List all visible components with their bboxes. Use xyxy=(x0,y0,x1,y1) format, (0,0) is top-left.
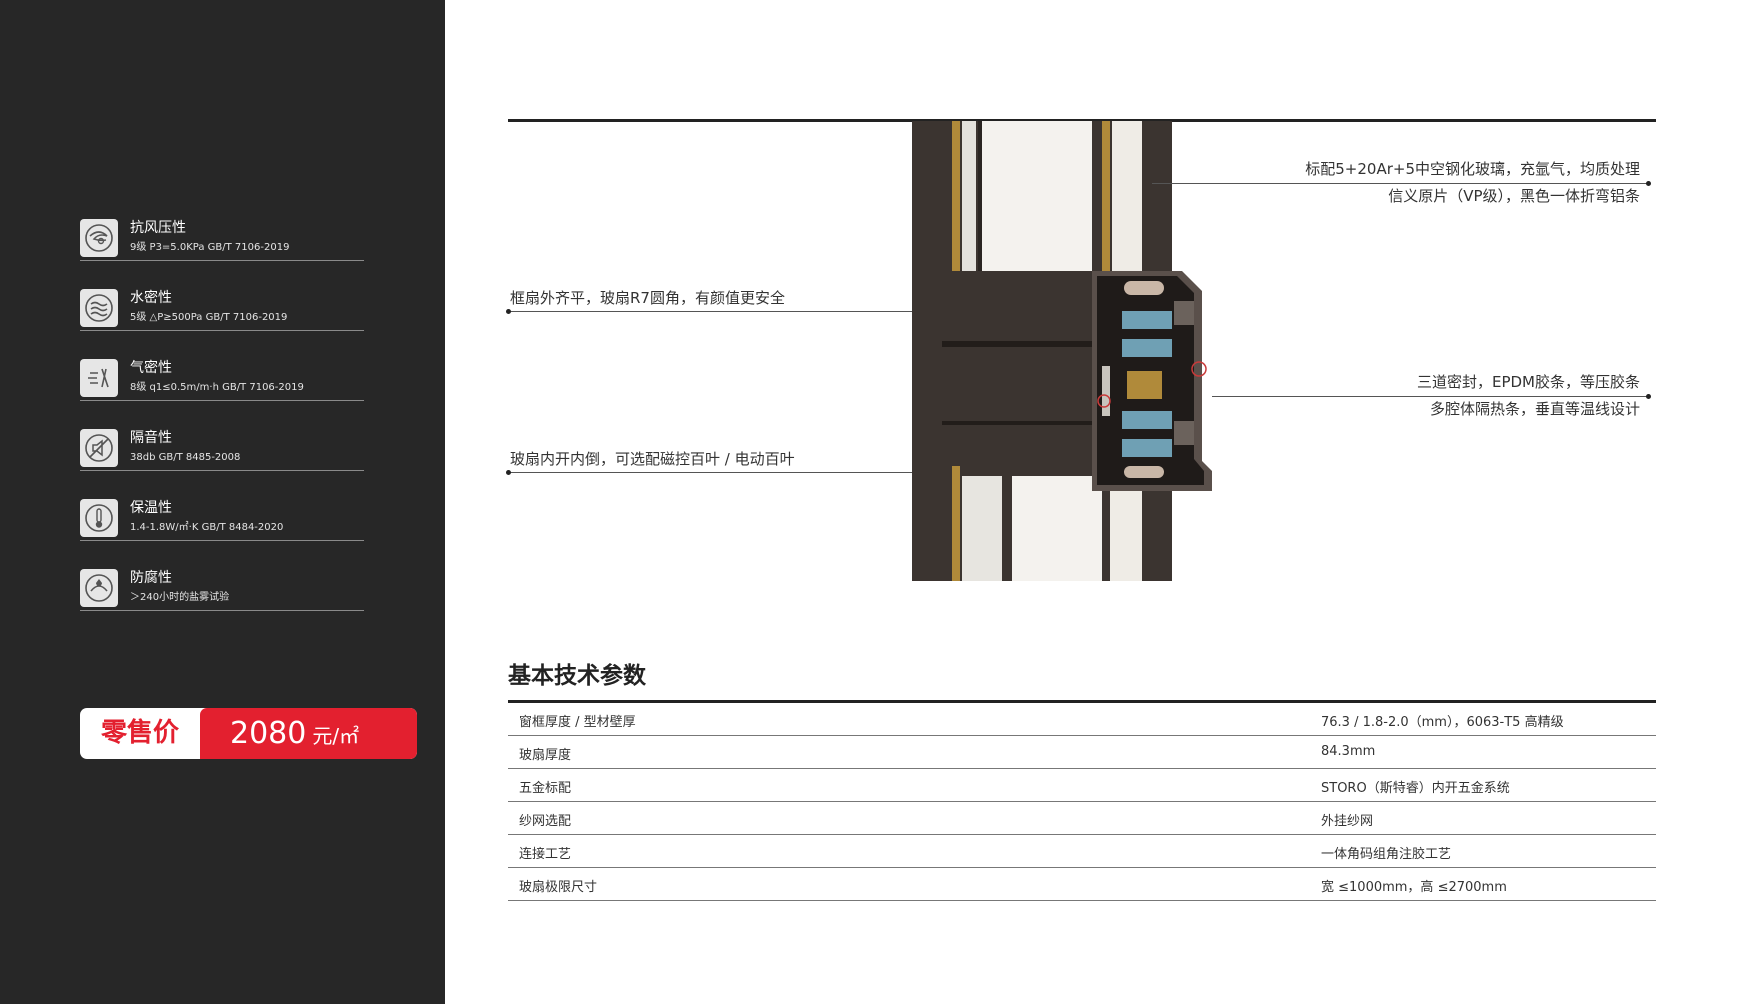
callout-line-frame xyxy=(508,311,912,312)
feature-subtitle: 5级 △P≥500Pa GB/T 7106-2019 xyxy=(130,312,288,323)
callout-glass-line2: 信义原片（VP级），黑色一体折弯铝条 xyxy=(1388,187,1640,205)
window-profile-cross-section xyxy=(912,121,1212,581)
spec-value: 宽 ≤1000mm，高 ≤2700mm xyxy=(1321,880,1507,895)
water-tightness-icon xyxy=(80,289,118,327)
feature-anti-corrosion: 防腐性 ＞240小时的盐雾试验 xyxy=(80,568,364,611)
thermometer-icon xyxy=(80,499,118,537)
spec-key: 五金标配 xyxy=(519,781,572,796)
feature-subtitle: ＞240小时的盐雾试验 xyxy=(130,592,230,603)
table-row: 纱网选配 外挂纱网 xyxy=(508,802,1656,835)
price-unit: 元/㎡ xyxy=(312,724,360,748)
air-tightness-icon xyxy=(80,359,118,397)
feature-title: 气密性 xyxy=(130,360,172,376)
spec-key: 玻扇极限尺寸 xyxy=(519,880,598,895)
spec-value: STORO（斯特睿）内开五金系统 xyxy=(1321,781,1510,796)
feature-title: 隔音性 xyxy=(130,430,172,446)
spec-value: 外挂纱网 xyxy=(1321,814,1374,829)
table-row: 玻扇极限尺寸 宽 ≤1000mm，高 ≤2700mm xyxy=(508,868,1656,901)
price-label: 零售价 xyxy=(100,718,179,748)
spec-value: 一体角码组角注胶工艺 xyxy=(1321,847,1452,862)
feature-wind-pressure: 抗风压性 9级 P3=5.0KPa GB/T 7106-2019 xyxy=(80,218,364,261)
spec-key: 窗框厚度 / 型材壁厚 xyxy=(519,715,636,730)
table-row: 五金标配 STORO（斯特睿）内开五金系统 xyxy=(508,769,1656,802)
callout-sash: 玻扇内开内倒，可选配磁控百叶 / 电动百叶 xyxy=(510,450,795,468)
top-divider xyxy=(508,119,1656,122)
feature-title: 保温性 xyxy=(130,500,172,516)
callout-frame: 框扇外齐平，玻扇R7圆角，有颜值更安全 xyxy=(510,289,785,307)
feature-water-tightness: 水密性 5级 △P≥500Pa GB/T 7106-2019 xyxy=(80,288,364,331)
feature-title: 水密性 xyxy=(130,290,172,306)
callout-dot-glass xyxy=(1646,181,1651,186)
table-row: 连接工艺 一体角码组角注胶工艺 xyxy=(508,835,1656,868)
spec-section-title: 基本技术参数 xyxy=(508,663,646,689)
feature-air-tightness: 气密性 8级 q1≤0.5m/m·h GB/T 7106-2019 xyxy=(80,358,364,401)
spec-key: 纱网选配 xyxy=(519,814,572,829)
callout-dot-sash xyxy=(506,470,511,475)
callout-line-seal xyxy=(1212,396,1648,397)
callout-line-sash xyxy=(508,472,912,473)
wind-pressure-icon xyxy=(80,219,118,257)
spec-key: 连接工艺 xyxy=(519,847,572,862)
spec-value: 84.3mm xyxy=(1321,744,1376,759)
callout-dot-frame xyxy=(506,309,511,314)
feature-sound-insulation: 隔音性 38db GB/T 8485-2008 xyxy=(80,428,364,471)
feature-title: 防腐性 xyxy=(130,570,172,586)
callout-glass-line1: 标配5+20Ar+5中空钢化玻璃，充氩气，均质处理 xyxy=(1305,160,1640,178)
spec-key: 玻扇厚度 xyxy=(519,748,572,763)
spec-value: 76.3 / 1.8-2.0（mm），6063-T5 高精级 xyxy=(1321,715,1564,730)
callout-seal-line1: 三道密封，EPDM胶条，等压胶条 xyxy=(1416,373,1640,391)
feature-thermal-insulation: 保温性 1.4-1.8W/㎡·K GB/T 8484-2020 xyxy=(80,498,364,541)
feature-subtitle: 8级 q1≤0.5m/m·h GB/T 7106-2019 xyxy=(130,382,304,393)
callout-dot-seal xyxy=(1646,394,1651,399)
table-row: 窗框厚度 / 型材壁厚 76.3 / 1.8-2.0（mm），6063-T5 高精… xyxy=(508,703,1656,736)
feature-title: 抗风压性 xyxy=(130,220,186,236)
sidebar: 抗风压性 9级 P3=5.0KPa GB/T 7106-2019 水密性 5级 … xyxy=(0,0,445,1004)
feature-subtitle: 9级 P3=5.0KPa GB/T 7106-2019 xyxy=(130,242,290,253)
spec-table: 窗框厚度 / 型材壁厚 76.3 / 1.8-2.0（mm），6063-T5 高精… xyxy=(508,700,1656,901)
callout-line-glass xyxy=(1152,183,1648,184)
anti-corrosion-icon xyxy=(80,569,118,607)
table-row: 玻扇厚度 84.3mm xyxy=(508,736,1656,769)
feature-subtitle: 38db GB/T 8485-2008 xyxy=(130,452,241,463)
callout-seal-line2: 多腔体隔热条，垂直等温线设计 xyxy=(1429,400,1640,418)
feature-subtitle: 1.4-1.8W/㎡·K GB/T 8484-2020 xyxy=(130,522,284,533)
price-value: 2080 xyxy=(230,716,307,751)
sound-insulation-icon xyxy=(80,429,118,467)
